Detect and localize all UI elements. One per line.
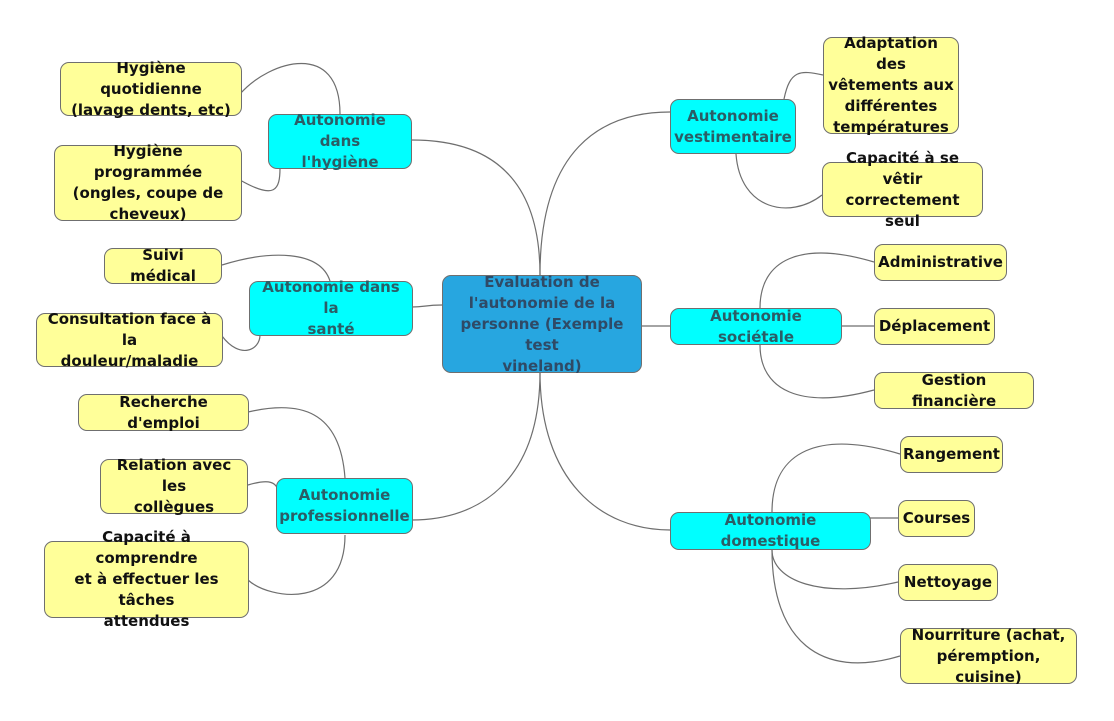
link-center-domestique <box>539 371 671 531</box>
branch-autonomie-hygiene[interactable]: Autonomie dans l'hygiène <box>268 111 412 171</box>
leaf-recherche-emploi[interactable]: Recherche d'emploi <box>78 393 249 432</box>
link-center-sante <box>411 304 443 308</box>
link-dom-l3 <box>771 549 901 664</box>
link-hygiene-l1 <box>239 167 281 192</box>
leaf-courses[interactable]: Courses <box>898 500 975 537</box>
link-hygiene-l0 <box>239 62 341 115</box>
leaf-nettoyage[interactable]: Nettoyage <box>898 564 998 601</box>
leaf-consultation-douleur[interactable]: Consultation face à la douleur/maladie <box>36 310 223 370</box>
leaf-adaptation-vetements[interactable]: Adaptation des vêtements aux différentes… <box>823 34 959 136</box>
link-dom-l2 <box>771 549 899 590</box>
branch-autonomie-sante[interactable]: Autonomie dans la santé <box>249 278 413 338</box>
branch-autonomie-professionnelle[interactable]: Autonomie professionnelle <box>276 478 413 534</box>
leaf-suivi-medical[interactable]: Suivi médical <box>104 246 222 285</box>
leaf-gestion-financiere[interactable]: Gestion financière <box>874 371 1034 410</box>
link-sante-l1 <box>221 334 261 351</box>
link-sante-l0 <box>221 254 331 282</box>
leaf-nourriture[interactable]: Nourriture (achat, péremption, cuisine) <box>900 626 1077 686</box>
branch-autonomie-vestimentaire[interactable]: Autonomie vestimentaire <box>670 99 796 154</box>
link-soc-l0 <box>759 252 875 309</box>
leaf-administrative[interactable]: Administrative <box>874 244 1007 281</box>
leaf-deplacement[interactable]: Déplacement <box>874 308 995 345</box>
link-dom-l0 <box>771 443 901 513</box>
leaf-rangement[interactable]: Rangement <box>900 436 1003 473</box>
link-pro-l2 <box>247 534 346 595</box>
link-soc-l2 <box>759 344 875 399</box>
link-center-professionnelle <box>411 371 541 521</box>
branch-autonomie-domestique[interactable]: Autonomie domestique <box>670 511 871 550</box>
link-pro-l0 <box>247 407 346 479</box>
leaf-relation-collegues[interactable]: Relation avec les collègues <box>100 456 248 516</box>
leaf-hygiene-programmee[interactable]: Hygiène programmée (ongles, coupe de che… <box>54 142 242 223</box>
center-node[interactable]: Evaluation de l'autonomie de la personne… <box>442 273 642 375</box>
leaf-se-vetir-seul[interactable]: Capacité à se vêtir correctement seul <box>822 149 983 230</box>
link-center-hygiene <box>411 139 541 276</box>
leaf-hygiene-quotidienne[interactable]: Hygiène quotidienne (lavage dents, etc) <box>60 59 242 119</box>
branch-autonomie-societale[interactable]: Autonomie sociétale <box>670 307 842 346</box>
link-pro-l1 <box>247 481 279 491</box>
link-vest-l0 <box>783 71 824 100</box>
leaf-capacite-taches[interactable]: Capacité à comprendre et à effectuer les… <box>44 528 249 630</box>
link-center-vestimentaire <box>539 111 671 276</box>
link-vest-l1 <box>735 153 823 209</box>
